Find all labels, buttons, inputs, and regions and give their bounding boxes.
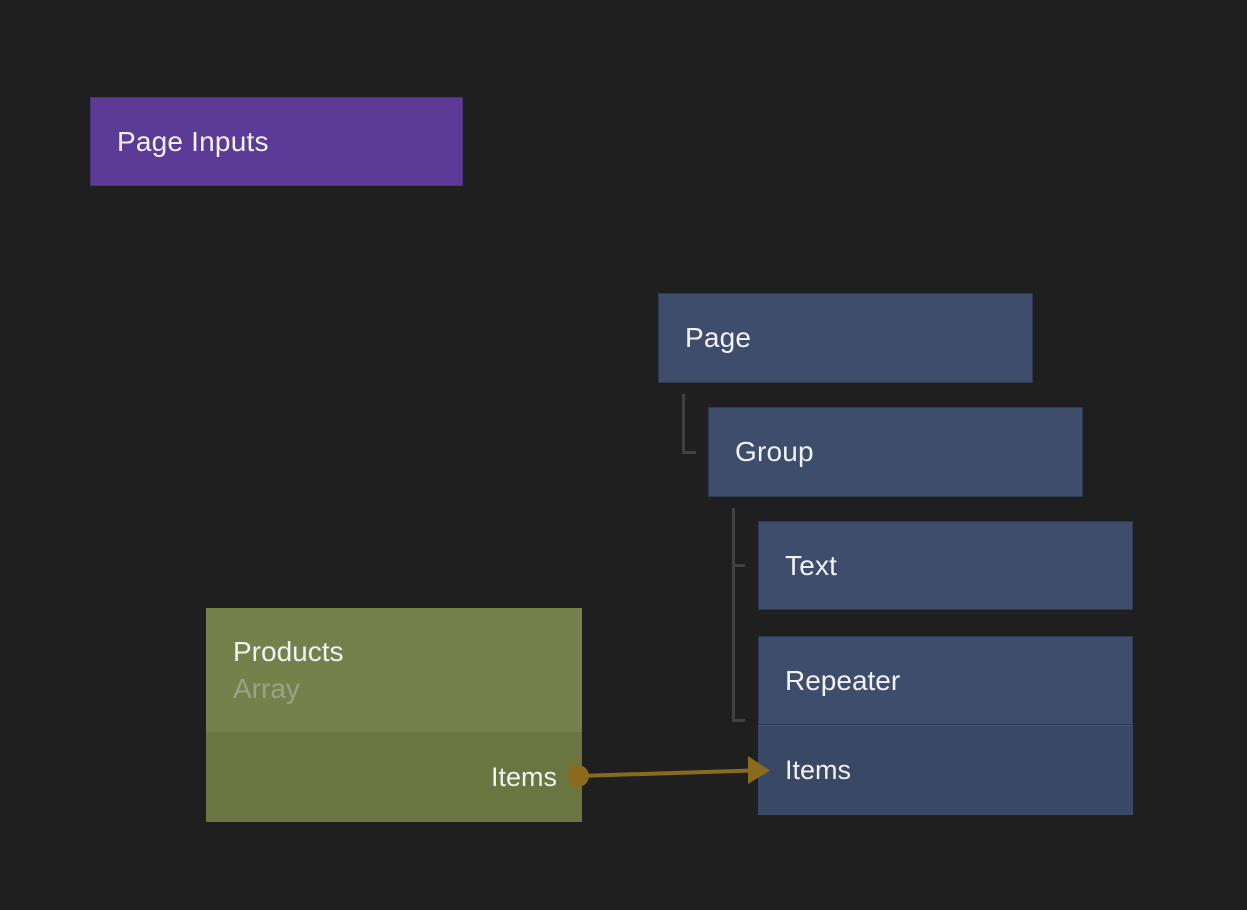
node-group-label: Group	[735, 436, 814, 467]
products-items-output-port[interactable]: Items	[206, 731, 582, 822]
node-products[interactable]: Products Array Items	[206, 608, 582, 822]
tree-connector-page-group	[682, 394, 696, 454]
node-page-inputs[interactable]: Page Inputs	[90, 97, 463, 186]
node-repeater-header[interactable]: Repeater	[758, 636, 1133, 725]
node-products-type: Array	[233, 672, 300, 704]
products-items-port-label: Items	[490, 761, 557, 792]
node-text[interactable]: Text	[758, 521, 1133, 610]
node-page-label: Page	[685, 322, 752, 353]
node-products-header[interactable]: Products Array	[206, 608, 582, 731]
repeater-items-input-port[interactable]: Items	[758, 725, 1133, 815]
connection-wire[interactable]	[577, 768, 753, 778]
repeater-items-port-label: Items	[785, 755, 852, 785]
node-text-label: Text	[785, 549, 838, 581]
node-products-label: Products	[233, 635, 344, 667]
node-page[interactable]: Page	[658, 293, 1033, 383]
node-repeater-label: Repeater	[785, 664, 901, 696]
node-page-inputs-label: Page Inputs	[117, 125, 269, 157]
tree-connector-group-children	[732, 508, 745, 722]
node-group[interactable]: Group	[708, 407, 1083, 497]
node-repeater[interactable]: Repeater Items	[758, 636, 1133, 815]
